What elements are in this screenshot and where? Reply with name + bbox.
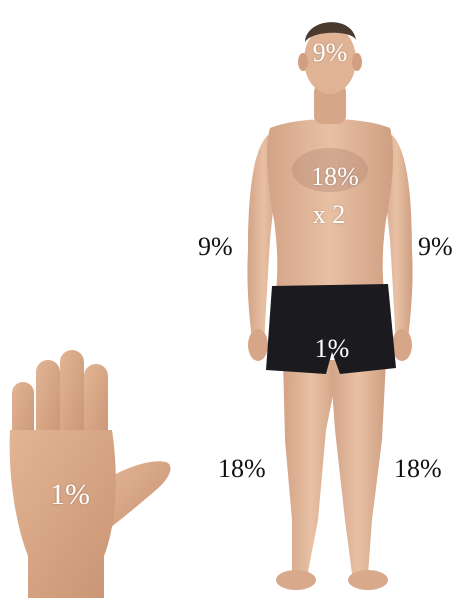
head-percent-label: 9% [313, 40, 348, 66]
torso-multiplier-label: x 2 [313, 202, 346, 228]
right-leg [330, 360, 386, 574]
left-leg [283, 360, 340, 574]
left-foot [276, 570, 316, 590]
torso-percent-label: 18% [311, 164, 359, 190]
right-ear [352, 53, 362, 71]
right-leg-percent-label: 18% [394, 456, 442, 482]
left-hand [248, 329, 268, 361]
groin-percent-label: 1% [315, 336, 350, 362]
thumb [106, 461, 171, 528]
left-ear [298, 53, 308, 71]
palm-percent-label: 1% [50, 480, 90, 510]
palm-illustration [10, 350, 171, 598]
left-arm-percent-label: 9% [198, 234, 233, 260]
human-figure [247, 22, 412, 590]
right-hand [392, 329, 412, 361]
palm [10, 430, 116, 598]
left-leg-percent-label: 18% [218, 456, 266, 482]
right-arm-percent-label: 9% [418, 234, 453, 260]
right-foot [348, 570, 388, 590]
